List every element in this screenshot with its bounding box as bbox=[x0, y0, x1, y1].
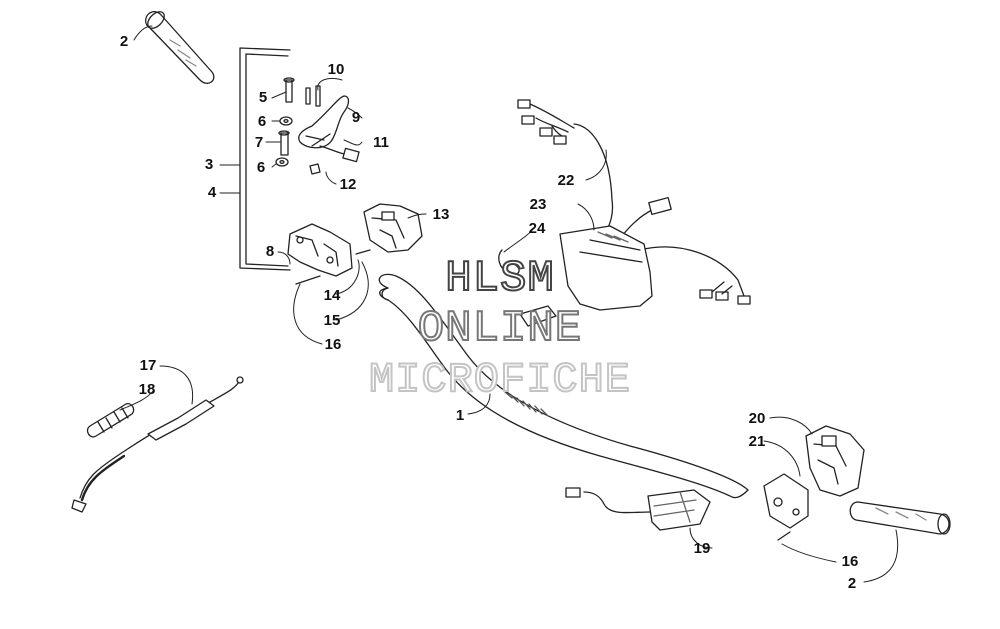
callout-3: 3 bbox=[205, 156, 213, 173]
callout-6: 6 bbox=[257, 159, 265, 176]
callout-10: 10 bbox=[328, 61, 345, 78]
watermark-line-microfiche: MICROFICHE bbox=[368, 355, 632, 405]
callout-15: 15 bbox=[324, 312, 341, 329]
watermark-line-hlsm: HLSM bbox=[444, 253, 555, 305]
watermark-line-online: ONLINE bbox=[417, 303, 583, 355]
callout-13: 13 bbox=[433, 206, 450, 223]
screws-part bbox=[295, 249, 371, 285]
right-bracket-part bbox=[763, 473, 809, 541]
callout-23: 23 bbox=[530, 196, 547, 213]
throttle-lever-part bbox=[298, 95, 350, 149]
callout-1: 1 bbox=[456, 407, 464, 424]
callout-4: 4 bbox=[208, 184, 217, 201]
heater-element-part bbox=[565, 487, 711, 531]
leader-lines bbox=[119, 25, 899, 583]
left-switch-housing bbox=[363, 203, 423, 253]
bracket-frame-part bbox=[239, 47, 291, 271]
callout-2: 2 bbox=[848, 575, 856, 592]
callout-5: 5 bbox=[259, 89, 267, 106]
handlebar-pad-part bbox=[519, 225, 653, 327]
callout-7: 7 bbox=[255, 134, 263, 151]
callout-17: 17 bbox=[140, 357, 157, 374]
callout-12: 12 bbox=[340, 176, 357, 193]
callout-14: 14 bbox=[324, 287, 341, 304]
callout-24: 24 bbox=[529, 220, 546, 237]
throttle-cable-part bbox=[71, 376, 244, 513]
clip-part bbox=[309, 163, 321, 175]
handlebar-part bbox=[378, 273, 749, 499]
callout-16: 16 bbox=[325, 336, 342, 353]
callout-18: 18 bbox=[139, 381, 156, 398]
callout-labels: 2 3 4 5 6 7 6 8 9 10 11 12 13 14 15 16 1… bbox=[120, 33, 859, 592]
switch-wire-part bbox=[319, 145, 360, 163]
right-switch-housing bbox=[805, 425, 865, 497]
callout-8: 8 bbox=[266, 243, 274, 260]
cable-tie-part bbox=[498, 249, 520, 275]
callout-6: 6 bbox=[258, 113, 266, 130]
callout-22: 22 bbox=[558, 172, 575, 189]
left-lower-housing bbox=[287, 223, 353, 277]
cable-boot-part bbox=[86, 403, 135, 438]
pins-and-washers bbox=[275, 77, 295, 167]
left-grip-part bbox=[145, 10, 215, 84]
callout-21: 21 bbox=[749, 433, 766, 450]
callout-11: 11 bbox=[373, 134, 389, 151]
callout-9: 9 bbox=[352, 109, 360, 126]
callout-19: 19 bbox=[694, 540, 711, 557]
callout-20: 20 bbox=[749, 410, 766, 427]
wiring-harness-part bbox=[517, 99, 751, 305]
callout-16: 16 bbox=[842, 553, 859, 570]
callout-2: 2 bbox=[120, 33, 128, 50]
right-grip-part bbox=[849, 501, 951, 535]
